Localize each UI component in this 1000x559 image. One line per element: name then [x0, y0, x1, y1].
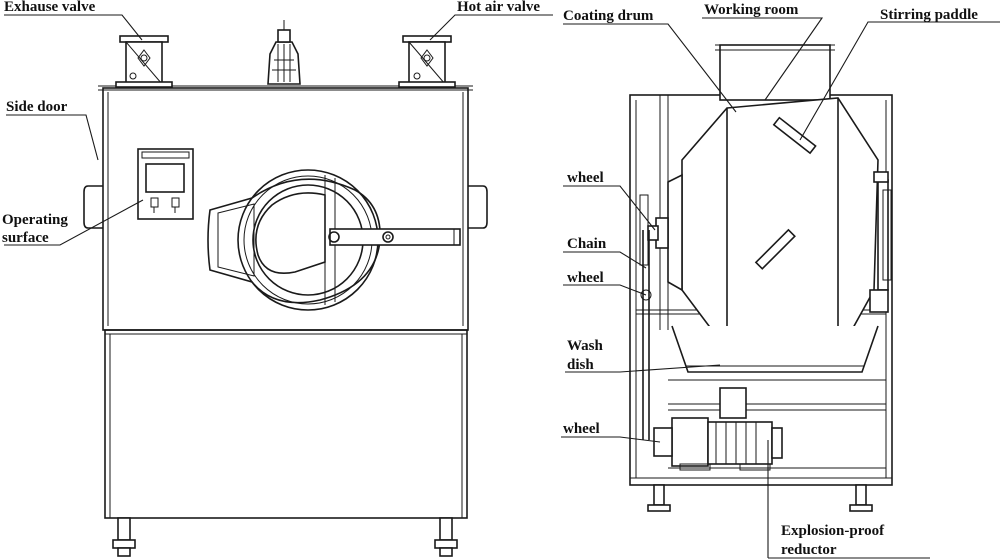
exhaust-valve [115, 35, 173, 88]
label-operating-surface-1: Operating [2, 212, 68, 228]
front-feet [112, 517, 458, 557]
label-exhaust-valve: Exhause valve [4, 0, 96, 15]
lower-cabinet [104, 329, 468, 519]
motor-reductor [653, 387, 783, 471]
drive-side-flange [639, 173, 683, 292]
label-wheel-top: wheel [567, 170, 604, 186]
coating-drum [681, 97, 879, 356]
label-explosion-proof-2: reductor [781, 542, 837, 558]
label-stirring-paddle: Stirring paddle [880, 7, 978, 23]
label-wash-dish-2: dish [567, 357, 594, 373]
left-handle [83, 185, 103, 229]
wash-dish [671, 325, 879, 373]
right-bearing [869, 171, 892, 313]
label-operating-surface-2: surface [2, 230, 49, 246]
top-nozzle [267, 20, 301, 85]
drum-door[interactable] [207, 169, 461, 311]
label-wheel-middle: wheel [567, 270, 604, 286]
front-view [83, 20, 488, 557]
leader-lines [4, 14, 1000, 559]
label-chain: Chain [567, 236, 607, 252]
right-handle [468, 185, 488, 229]
label-side-door: Side door [6, 99, 68, 115]
label-coating-drum: Coating drum [563, 8, 654, 24]
operating-panel[interactable] [137, 148, 194, 220]
label-working-room: Working room [704, 2, 799, 18]
side-view [629, 44, 893, 512]
label-explosion-proof-1: Explosion-proof [781, 523, 885, 539]
label-wheel-bottom: wheel [563, 421, 600, 437]
hot-air-valve [398, 35, 456, 88]
label-hot-air-valve: Hot air valve [457, 0, 540, 15]
chain [640, 230, 652, 440]
side-feet [647, 484, 873, 512]
label-wash-dish-1: Wash [567, 338, 604, 354]
working-room-duct [715, 44, 835, 101]
labels: Exhause valve Hot air valve Side door Op… [2, 0, 978, 558]
